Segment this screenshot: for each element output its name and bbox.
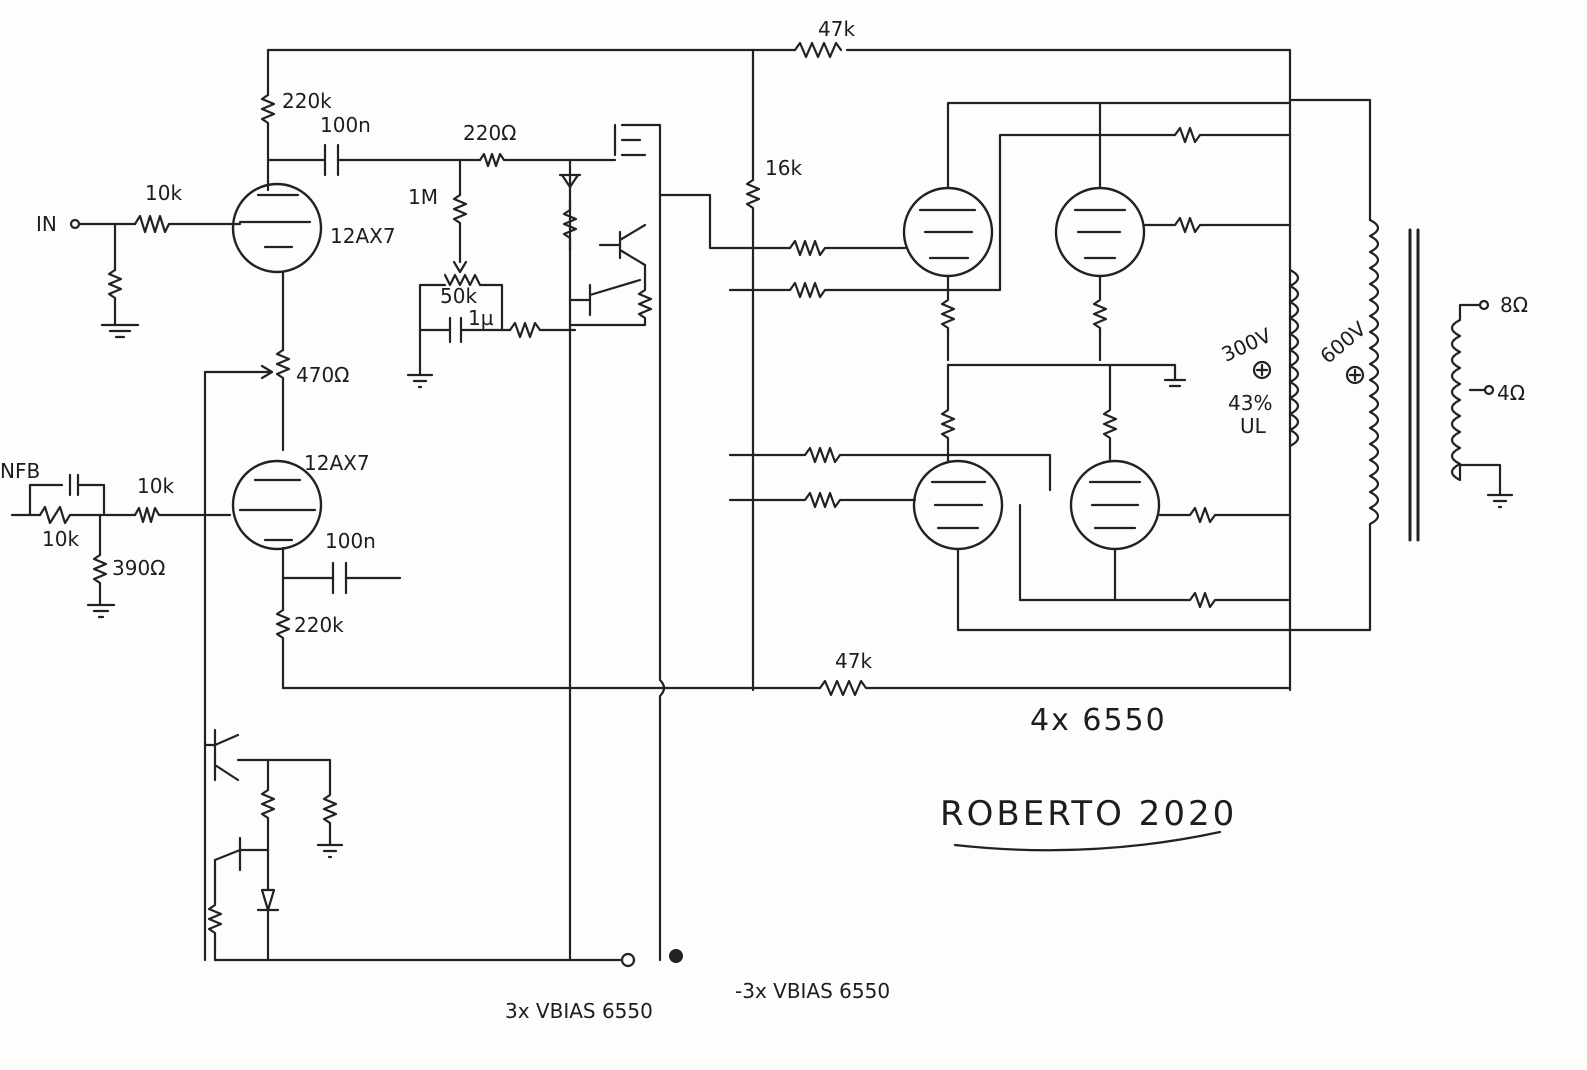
label-c-coupling1: 100n xyxy=(320,113,371,137)
label-tube2: 12AX7 xyxy=(304,451,370,475)
label-out-8: 8Ω xyxy=(1500,293,1528,317)
bias-outputs xyxy=(203,728,683,968)
bottom-rail xyxy=(281,679,1292,697)
label-b-plus-low: 300V xyxy=(1218,323,1275,367)
output-transformer xyxy=(1252,98,1514,632)
label-r-plate2: 220k xyxy=(294,613,344,637)
label-vbias-pos: 3x VBIAS 6550 xyxy=(505,999,653,1023)
label-out-4: 4Ω xyxy=(1497,381,1525,405)
power-tubes xyxy=(902,101,1292,632)
label-r-nfb1: 10k xyxy=(137,474,174,498)
signature-underline xyxy=(953,830,1222,852)
label-signature: ROBERTO 2020 xyxy=(940,794,1237,834)
label-r-fb-top: 47k xyxy=(818,17,855,41)
label-r-plate1: 220k xyxy=(282,89,332,113)
label-c-coupling2: 100n xyxy=(325,529,376,553)
input-tube-2 xyxy=(231,459,402,690)
label-ul: UL xyxy=(1240,414,1267,438)
label-vbias-neg: -3x VBIAS 6550 xyxy=(735,979,890,1003)
label-tubes-count: 4x 6550 xyxy=(1030,703,1167,738)
label-c-bias: 1µ xyxy=(468,306,494,330)
label-input: IN xyxy=(36,212,57,236)
label-ul-tap: 43% xyxy=(1228,391,1272,415)
cathode-pot xyxy=(203,348,291,962)
driver-section xyxy=(406,123,666,962)
input-section xyxy=(69,214,242,339)
label-r-cathode: 470Ω xyxy=(296,363,349,387)
label-r-in: 10k xyxy=(145,181,182,205)
label-pot-bias: 50k xyxy=(440,284,477,308)
label-r-nfb2: 10k xyxy=(42,527,79,551)
label-r-gate: 220Ω xyxy=(463,121,516,145)
label-b-plus-high: 600V xyxy=(1315,316,1370,368)
label-nfb: NFB xyxy=(0,459,40,483)
label-r-16k: 16k xyxy=(765,156,802,180)
label-r-grid-leak: 1M xyxy=(408,185,438,209)
top-rail xyxy=(266,41,1292,692)
input-tube-1 xyxy=(231,48,462,352)
nfb-network xyxy=(10,473,232,619)
grid-network xyxy=(658,178,1052,692)
label-r-390: 390Ω xyxy=(112,556,165,580)
label-tube1: 12AX7 xyxy=(330,224,396,248)
label-r-fb-bottom: 47k xyxy=(835,649,872,673)
